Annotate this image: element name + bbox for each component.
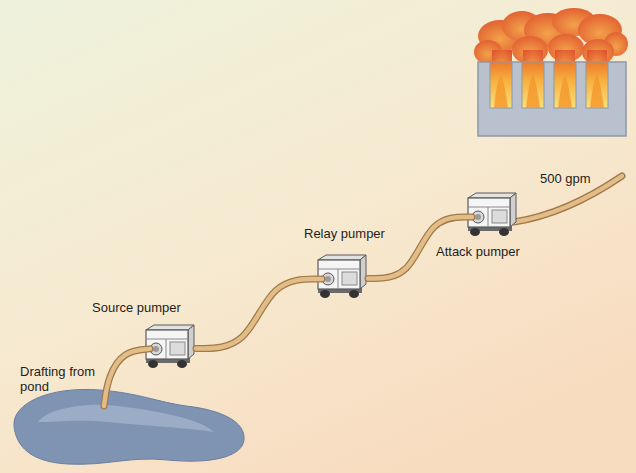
pond-highlight [38,405,214,432]
hose-outline [196,279,322,349]
pond-water [14,389,244,464]
burning-windows [490,62,608,108]
node-label: Relay pumper [304,226,385,241]
hose-outline [368,217,472,279]
hose-outline [104,349,150,406]
pumper-symbol [468,193,516,236]
pumper-symbol [146,325,194,368]
building-wall [478,62,626,136]
supply-hose [104,349,150,406]
node-label: Attack pumper [436,244,520,259]
flow-rate-label: 500 gpm [540,171,591,186]
pond-source: Drafting from pond [8,356,250,468]
hose-body [196,279,322,349]
pumper-symbol [318,255,366,298]
node-label: Drafting from pond [20,364,100,394]
node-label: Source pumper [92,300,181,315]
supply-hose [368,217,472,279]
supply-hose [196,279,322,349]
flames [494,72,604,108]
hose-body [368,217,472,279]
hose-body [104,349,150,406]
